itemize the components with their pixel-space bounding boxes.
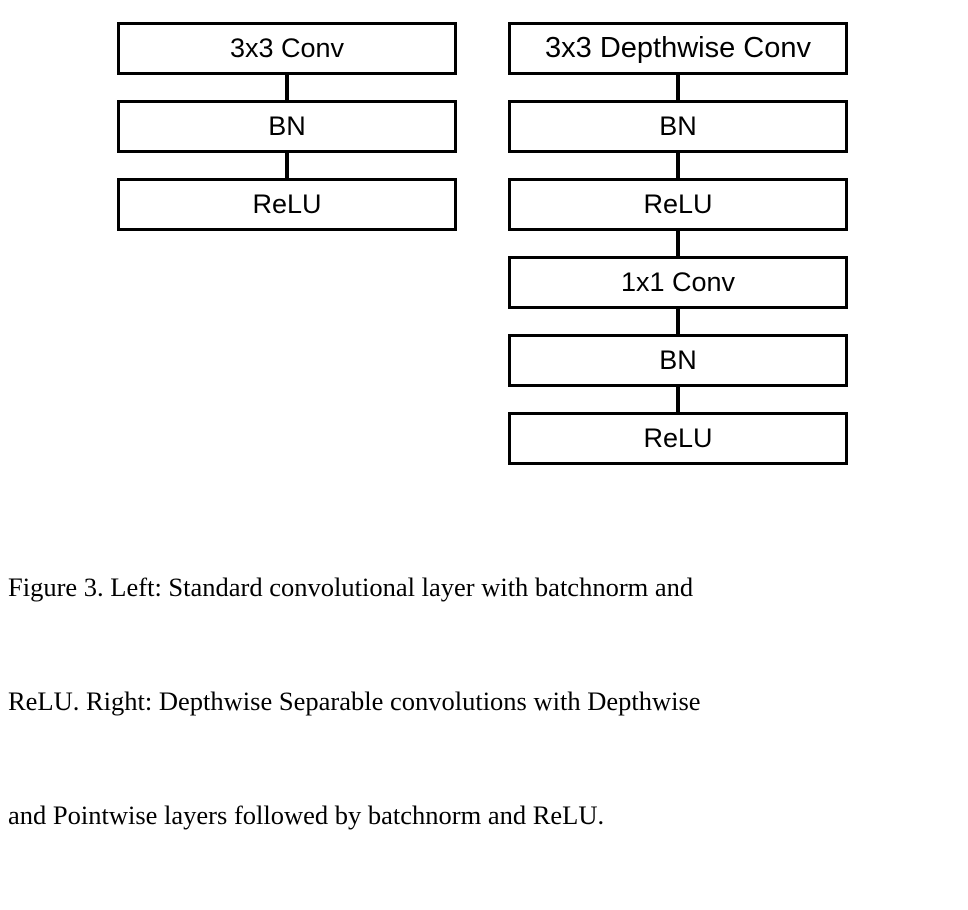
caption-line-1: Figure 3. Left: Standard convolutional l… [8,572,694,602]
node-block-left-0: 3x3 Conv [117,22,457,75]
connector-line [676,387,680,412]
node-block-left-2: ReLU [117,153,457,231]
node-block-right-1: BN [508,75,848,153]
connector-line [676,153,680,178]
node-box-relu[interactable]: ReLU [117,178,457,231]
node-box-bn-2[interactable]: BN [508,334,848,387]
caption-line-2: ReLU. Right: Depthwise Separable convolu… [8,686,701,716]
node-label: ReLU [643,189,713,219]
connector-line [676,309,680,334]
node-label: 3x3 Depthwise Conv [545,32,811,64]
node-block-right-0: 3x3 Depthwise Conv [508,22,848,75]
connector-line [285,75,289,100]
node-box-1x1-conv[interactable]: 1x1 Conv [508,256,848,309]
node-label: 3x3 Conv [229,33,345,63]
node-block-right-4: BN [508,309,848,387]
connector-line [285,153,289,178]
node-box-bn-1[interactable]: BN [508,100,848,153]
connector-line [676,75,680,100]
node-block-right-3: 1x1 Conv [508,231,848,309]
node-label: 1x1 Conv [620,267,736,297]
caption-line-3: and Pointwise layers followed by batchno… [8,800,605,830]
node-label: BN [659,345,697,375]
connector-line [676,231,680,256]
figure-caption: Figure 3. Left: Standard convolutional l… [8,492,960,910]
node-label: BN [268,111,306,141]
node-box-relu-2[interactable]: ReLU [508,412,848,465]
node-box-bn[interactable]: BN [117,100,457,153]
node-label: ReLU [252,189,322,219]
node-box-3x3-depthwise-conv[interactable]: 3x3 Depthwise Conv [508,22,848,75]
node-box-3x3-conv[interactable]: 3x3 Conv [117,22,457,75]
node-box-relu-1[interactable]: ReLU [508,178,848,231]
node-label: BN [659,111,697,141]
diagram-canvas: 3x3 Conv BN ReLU 3x3 Depthwise Conv [117,22,848,465]
figure-root: 3x3 Conv BN ReLU 3x3 Depthwise Conv [8,22,848,830]
node-block-right-5: ReLU [508,387,848,465]
node-label: ReLU [643,423,713,453]
node-block-right-2: ReLU [508,153,848,231]
node-block-left-1: BN [117,75,457,153]
